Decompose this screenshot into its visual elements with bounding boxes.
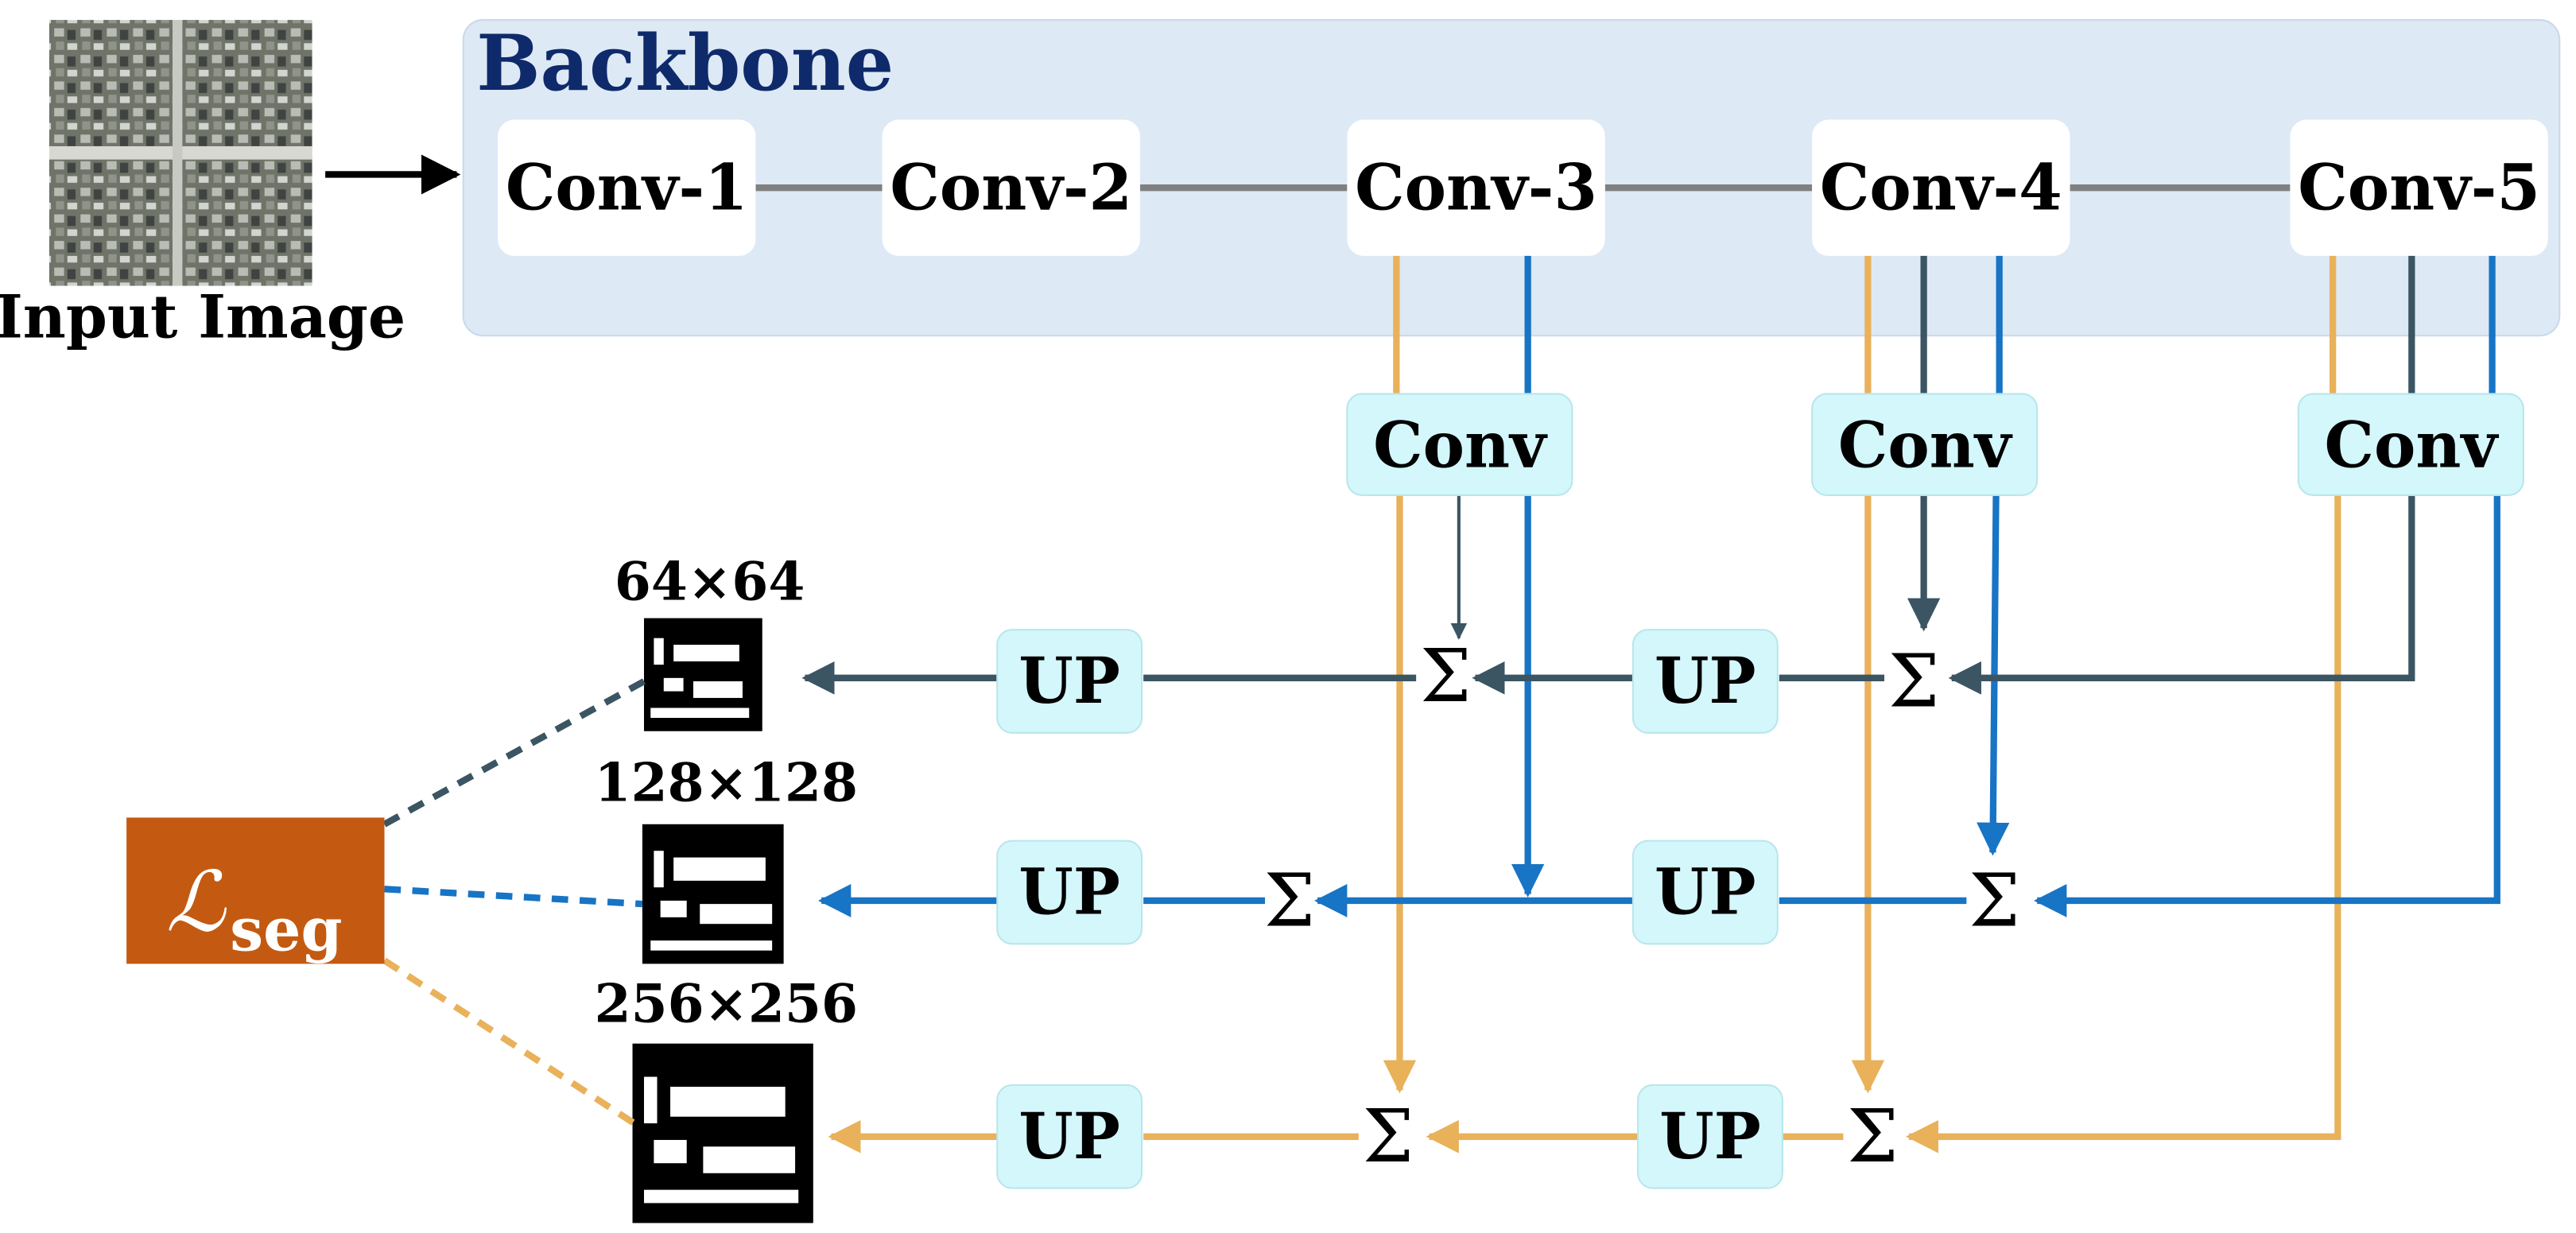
dark-path (801, 255, 2415, 695)
stage-label: Conv-2 (890, 150, 1132, 225)
sum-node-dark-1: Σ (1420, 634, 1471, 719)
up-label: UP (1018, 855, 1120, 929)
output-mask-64 (640, 615, 766, 735)
lateral-conv-3: Conv (1346, 393, 1573, 496)
blue-path (818, 255, 2500, 917)
up-box-dark-left: UP (996, 629, 1143, 734)
backbone-stage-conv-3: Conv-3 (1347, 119, 1605, 256)
lateral-conv-label: Conv (1838, 408, 2013, 483)
up-label: UP (1655, 644, 1756, 719)
up-box-orange-left: UP (996, 1084, 1143, 1189)
up-box-blue-right: UP (1631, 839, 1779, 945)
up-label: UP (1018, 644, 1120, 719)
sum-node-blue-2: Σ (1969, 858, 2019, 944)
lateral-conv-label: Conv (1373, 408, 1548, 483)
loss-subscript: seg (230, 894, 342, 965)
scale-label-256: 256×256 (595, 972, 858, 1034)
sum-node-blue-1: Σ (1264, 858, 1315, 944)
backbone-stage-conv-5: Conv-5 (2290, 119, 2548, 256)
sum-node-orange-2: Σ (1847, 1094, 1898, 1180)
loss-link-orange (382, 957, 636, 1126)
input-image (48, 20, 312, 286)
backbone-title: Backbone (476, 17, 894, 108)
scale-label-64: 64×64 (615, 550, 805, 612)
up-label: UP (1018, 1099, 1120, 1174)
stage-label: Conv-4 (1820, 150, 2062, 225)
orange-path (828, 255, 2341, 1154)
stage-label: Conv-5 (2298, 150, 2540, 225)
up-box-blue-left: UP (996, 839, 1143, 945)
lateral-conv-5: Conv (2297, 393, 2524, 496)
lateral-conv-label: Conv (2325, 408, 2500, 483)
up-box-dark-right: UP (1631, 629, 1779, 734)
loss-box: ℒ seg (126, 817, 385, 965)
output-mask-256 (629, 1040, 817, 1227)
loss-link-dark (382, 678, 646, 828)
stage-label: Conv-3 (1355, 150, 1597, 225)
input-image-label: Input Image (0, 281, 405, 352)
up-label: UP (1659, 1099, 1761, 1174)
backbone-stage-conv-4: Conv-4 (1812, 119, 2070, 256)
stage-label: Conv-1 (506, 150, 748, 225)
sum-node-dark-2: Σ (1888, 638, 1939, 724)
scale-label-128: 128×128 (595, 751, 858, 813)
sum-node-orange-1: Σ (1363, 1094, 1414, 1180)
loss-symbol: ℒ (166, 854, 227, 951)
backbone-stage-conv-1: Conv-1 (498, 119, 756, 256)
loss-link-blue (384, 886, 643, 908)
lateral-conv-4: Conv (1811, 393, 2039, 496)
backbone-stage-conv-2: Conv-2 (882, 119, 1141, 256)
up-box-orange-right: UP (1637, 1084, 1783, 1189)
output-mask-128 (638, 820, 787, 967)
up-label: UP (1655, 855, 1756, 929)
